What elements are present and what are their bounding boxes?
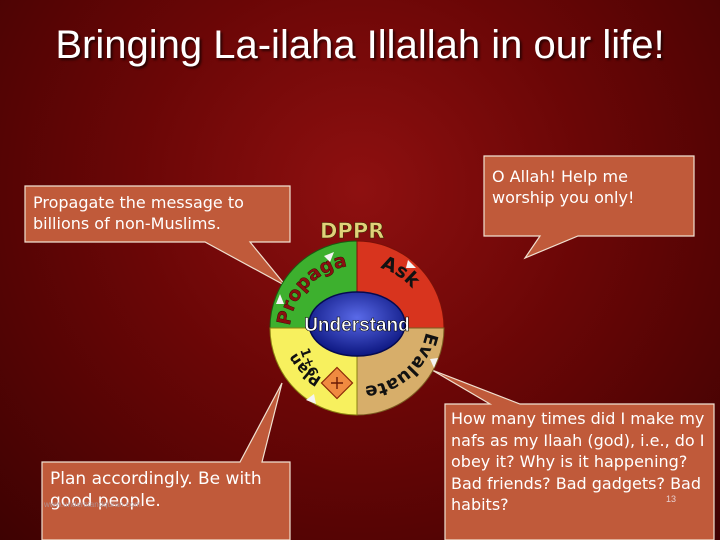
callout-propagate-shape <box>24 185 291 287</box>
callout-evaluate-shape <box>431 369 715 540</box>
dppr-wheel: DPPR Propagate Ask Evaluate Plan 1+6 <box>255 191 452 418</box>
callout-plan-shape <box>41 382 291 540</box>
diamond-icon <box>320 366 354 400</box>
callout-evaluate-text: How many times did I make my nafs as my … <box>451 409 705 514</box>
footer-url: www.understandquran.com <box>44 500 141 509</box>
slide-title: Bringing La-ilaha Illallah in our life! <box>55 23 665 67</box>
callout-propagate-text: Propagate the message to billions of non… <box>33 193 244 233</box>
wheel-center <box>308 291 406 357</box>
callout-ask-text: O Allah! Help me worship you only! <box>492 167 635 207</box>
callout-plan-text: Plan accordingly. Be with good people. <box>50 469 262 511</box>
page-number: 13 <box>666 494 677 504</box>
wheel-center-label: Understand <box>304 315 410 336</box>
wheel-arrow-icons <box>276 252 438 404</box>
callout-ask-shape <box>483 155 695 260</box>
wheel-heading: DPPR <box>320 219 384 243</box>
